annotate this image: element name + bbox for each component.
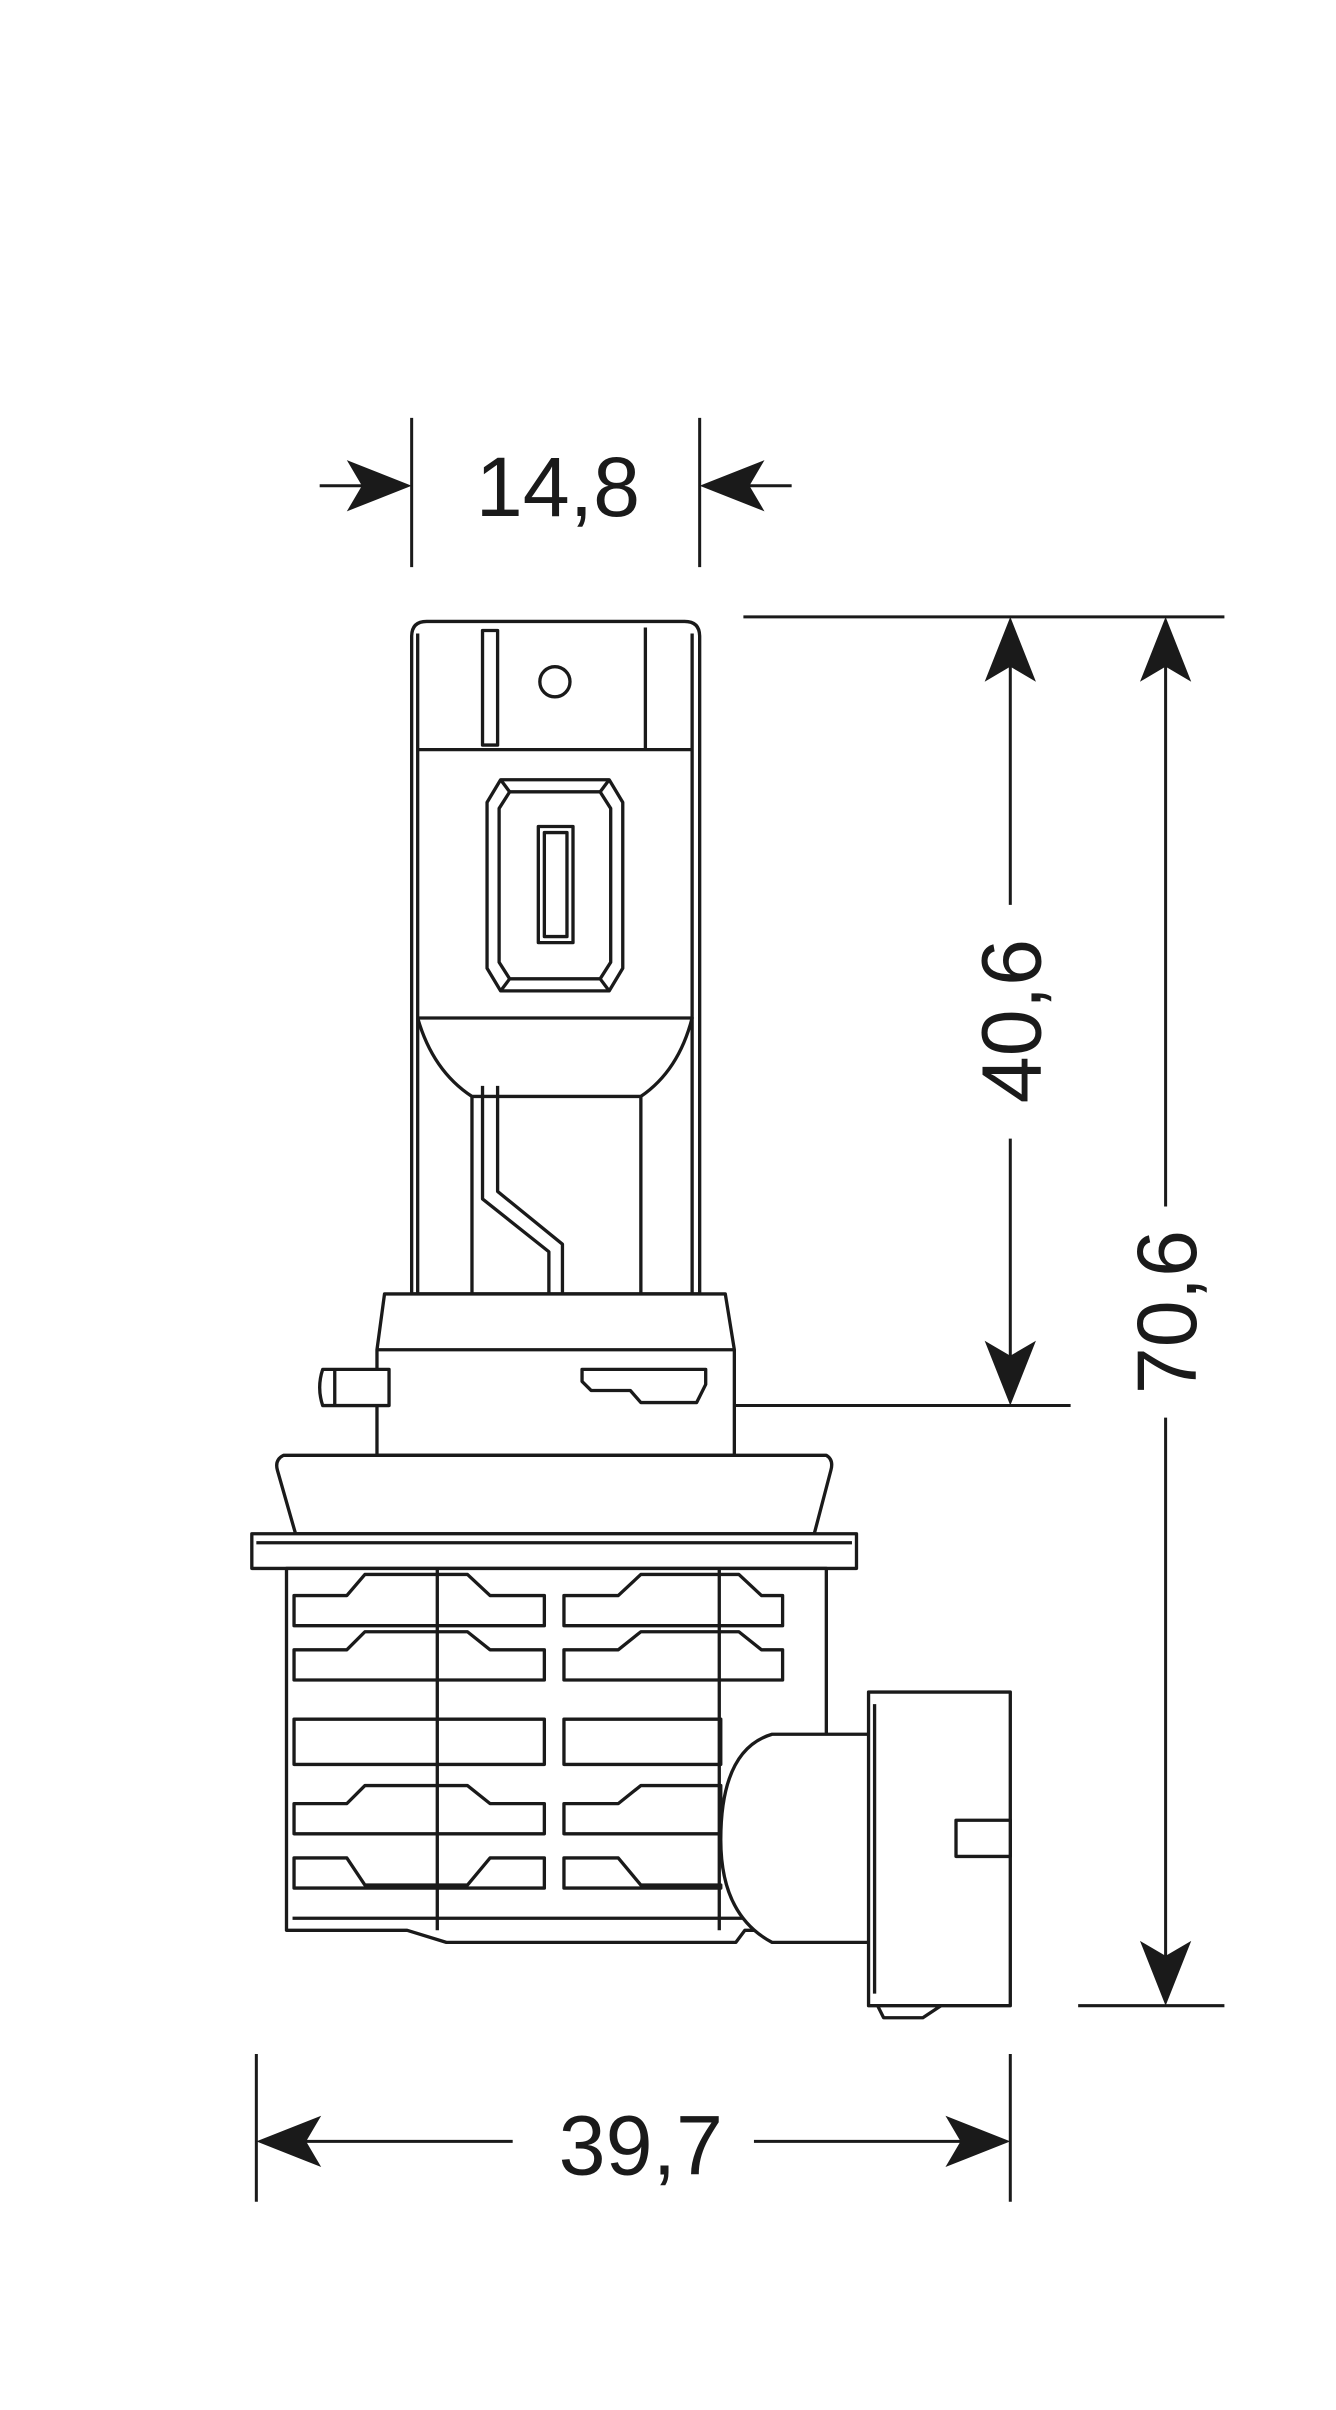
dimension-label-total-height: 70,6 [1120,1230,1214,1394]
heat-sink [284,1566,828,1945]
locking-tab-left [318,1367,391,1408]
bulb-ring [250,1532,859,1571]
arrow-left-icon [256,2115,322,2168]
dimension-base-width: 39,7 [254,2053,1012,2202]
led-dot-icon [538,665,572,699]
arrow-up-icon [1139,616,1192,682]
arrow-down-icon [984,1340,1036,1406]
bulb-flange [275,1453,834,1536]
arrow-right-icon [945,2115,1011,2168]
connector-plug [719,1690,1012,2020]
led-chip [485,778,625,993]
arrow-up-icon [984,616,1036,682]
bulb-outline [409,619,702,1296]
bulb-collar [318,1292,737,1457]
dimension-label-base-width: 39,7 [559,2099,723,2193]
dimension-upper-height: 40,6 [648,615,1225,1408]
arrow-right-icon [346,460,412,512]
locking-tab-right [580,1367,708,1405]
cooling-fins [292,1572,785,1890]
dimension-total-height: 70,6 [1078,616,1225,2008]
arrow-left-icon [699,460,765,512]
dimension-label-upper-height: 40,6 [964,939,1058,1103]
dimension-top-width: 14,8 [319,417,792,568]
arrow-down-icon [1139,1940,1192,2006]
dimension-label-top-width: 14,8 [476,440,640,534]
